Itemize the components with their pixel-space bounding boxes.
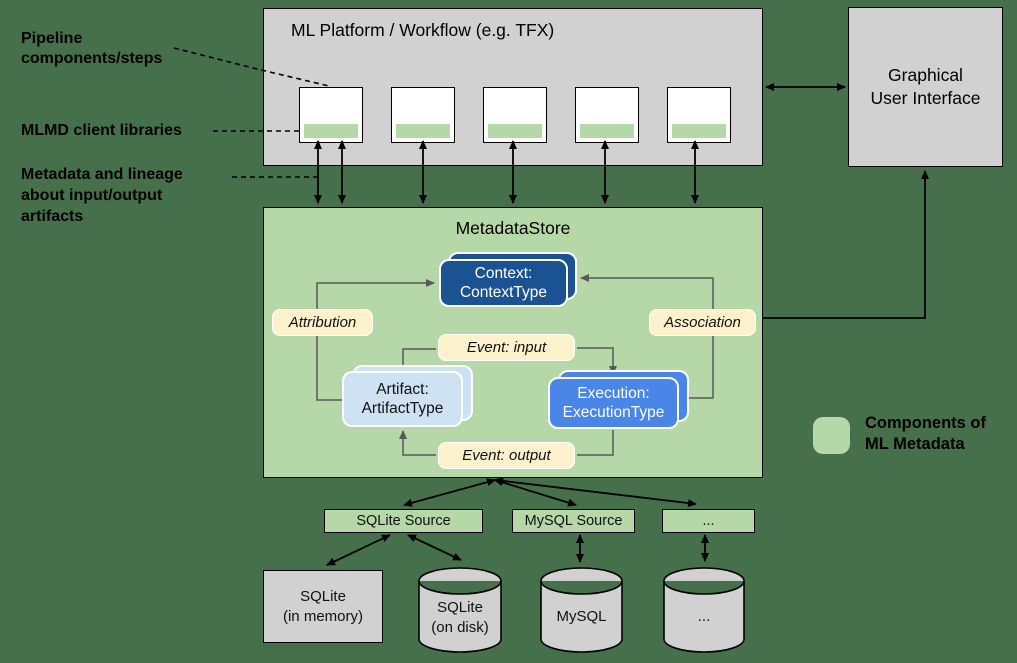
mlmd-client-strip [672,124,726,138]
context-node: Context: ContextType [439,259,568,307]
pipeline-component-box [391,87,455,143]
sqlite-disk-cylinder: SQLite (on disk) [418,567,502,654]
sqlite-disk-arrow [407,534,462,561]
ml-platform-title: ML Platform / Workflow (e.g. TFX) [291,20,555,40]
legend-swatch [813,417,850,454]
mlmd-client-strip [304,124,358,138]
sqlite-source-box: SQLite Source [324,509,483,533]
cylinder-shape [663,567,745,653]
mysql-source-box: MySQL Source [512,509,635,533]
association-label: Association [649,309,756,336]
mlmd-client-strip [580,124,634,138]
execution-node: Execution: ExecutionType [548,377,679,429]
pipeline-component-box [575,87,639,143]
legend-label: Components of ML Metadata [865,414,986,453]
other-source-box: ... [662,509,755,533]
mysql-label: MySQL [556,607,607,625]
cylinder-shape [418,567,502,653]
event-output-label: Event: output [438,442,575,469]
gui-box: Graphical User Interface [848,7,1003,167]
mlmd-client-strip [488,124,542,138]
event-input-label: Event: input [438,334,575,361]
store-mysql-source-arrow [494,478,577,507]
artifact-node: Artifact: ArtifactType [342,371,463,427]
sqlite-disk-label: SQLite (on disk) [431,598,489,636]
pipeline-component-box [483,87,547,143]
other-db-label: ... [697,607,711,625]
store-source-arrows [403,476,697,508]
store-gui-connector [763,170,929,319]
annotation-mlmd-client: MLMD client libraries [21,122,182,139]
cylinder-shape [540,567,623,653]
annotation-metadata-lineage: Metadata and lineage about input/output … [21,166,183,225]
store-other-source-arrow [494,476,697,508]
mlmd-client-strip [396,124,450,138]
pipeline-component-box [299,87,363,143]
metadata-store-title: MetadataStore [455,218,571,238]
gui-label: Graphical User Interface [870,65,981,108]
pipeline-component-box [667,87,731,143]
attribution-label: Attribution [272,309,373,336]
sqlite-memory-box: SQLite (in memory) [263,570,383,643]
store-sqlite-source-arrow [403,478,496,507]
mysql-cylinder: MySQL [540,567,623,654]
source-db-arrows [326,534,709,566]
other-db-cylinder: ... [663,567,745,654]
annotation-pipeline-components: Pipeline components/steps [21,30,163,67]
sqlite-memory-arrow [326,534,391,566]
